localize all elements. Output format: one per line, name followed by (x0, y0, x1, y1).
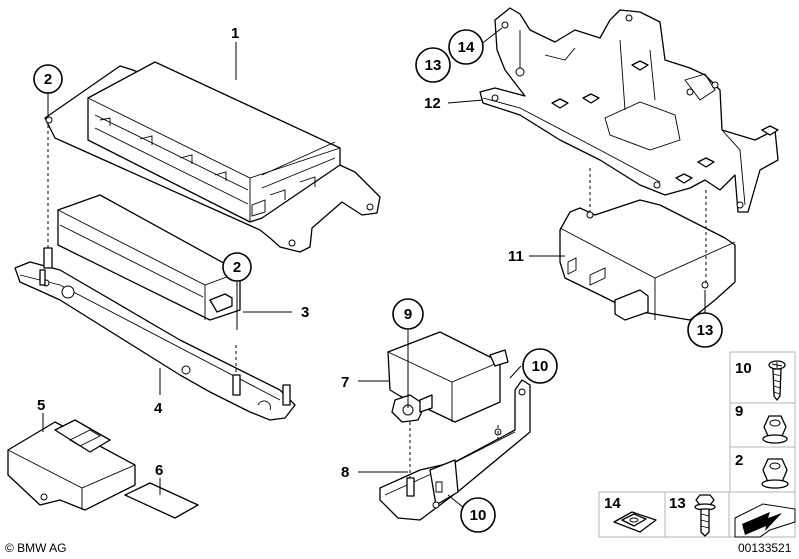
leader-lines (42, 27, 706, 509)
callout-circle (687, 312, 723, 348)
callout-7: 7 (341, 374, 349, 391)
part-3-module (57, 194, 241, 321)
callout-1: 1 (231, 25, 239, 42)
copyright: © BMW AG (5, 541, 67, 555)
callout-circle (448, 29, 484, 65)
legend-label-13: 13 (669, 495, 686, 512)
legend-label-14: 14 (604, 495, 621, 512)
screw-icon (768, 360, 786, 401)
diagram-id: 00133521 (738, 541, 792, 555)
nut-icon (762, 415, 788, 444)
callout-4: 4 (154, 400, 163, 417)
part-6-strip (124, 482, 199, 519)
stud (282, 384, 291, 406)
callout-6: 6 (155, 462, 163, 479)
callout-circle (33, 64, 63, 94)
callout-14: 14 (458, 39, 475, 56)
legend-label-2: 2 (735, 452, 743, 469)
part-7-sensor (387, 331, 509, 423)
callout-10b: 10 (470, 507, 487, 524)
stud (43, 247, 53, 269)
legend: 10 9 2 14 (598, 351, 796, 538)
direction-arrow-icon (734, 503, 796, 538)
stud (232, 374, 241, 396)
callout-5: 5 (37, 397, 45, 414)
part-5-module (7, 419, 136, 511)
callout-circle (392, 298, 424, 330)
callout-8: 8 (341, 464, 349, 481)
callout-2b: 2 (233, 259, 241, 276)
part-4-bracket (14, 261, 296, 421)
part-8-bracket (379, 379, 531, 521)
callout-circle (415, 47, 451, 83)
clip-nut-icon (613, 511, 657, 533)
legend-label-9: 9 (735, 403, 743, 420)
callout-9: 9 (404, 306, 412, 323)
callout-13a: 13 (425, 57, 442, 74)
callout-circle (522, 348, 558, 384)
legend-label-10: 10 (735, 360, 752, 377)
callout-circle (222, 252, 252, 282)
part-1-control-unit (44, 61, 381, 253)
nut-icon (761, 458, 789, 489)
callout-11: 11 (508, 248, 524, 265)
callouts: 1 2 2 3 4 5 6 7 8 9 10 10 11 12 13 13 14 (33, 25, 723, 533)
callout-12: 12 (424, 95, 441, 112)
part-11-control-unit (559, 199, 736, 321)
part-12-bracket (479, 7, 779, 213)
callout-2a: 2 (44, 71, 52, 88)
bolt-icon (694, 494, 716, 537)
callout-13b: 13 (697, 322, 714, 339)
callout-circle (460, 497, 496, 533)
callout-10a: 10 (532, 358, 549, 375)
callout-3: 3 (301, 304, 309, 321)
